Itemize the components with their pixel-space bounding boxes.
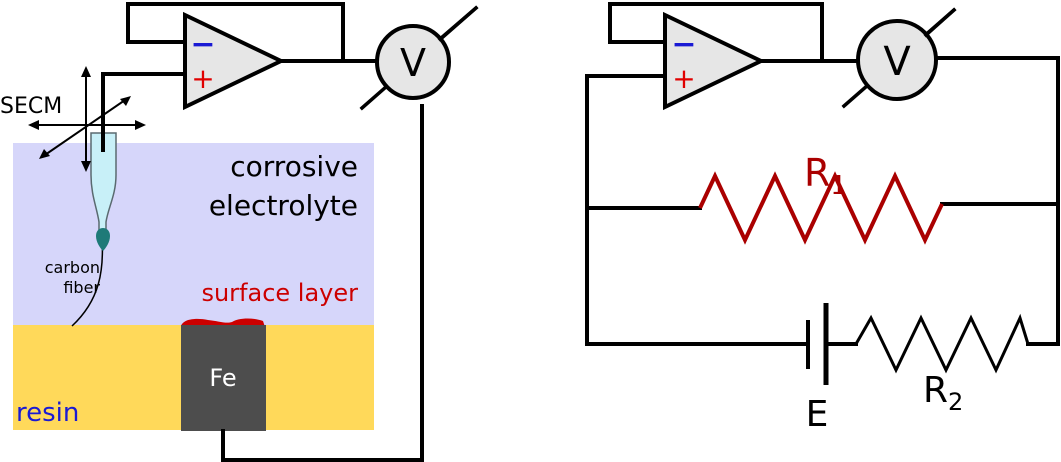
secm-positioning-arrows-icon — [28, 66, 146, 172]
right-voltmeter-needle-top — [923, 7, 957, 38]
carbon-fiber-label-line2: fiber — [63, 278, 100, 297]
left-opamp — [183, 11, 286, 111]
resin-label: resin — [16, 398, 79, 428]
probe-tip — [96, 228, 110, 251]
battery-label: E — [806, 394, 829, 435]
left-voltmeter-label: V — [400, 41, 426, 85]
electrolyte-label-line2: electrolyte — [209, 189, 358, 222]
right-right-rail — [935, 56, 1060, 346]
resistor-r2 — [854, 313, 1030, 374]
right-feedback-wire — [608, 2, 824, 63]
left-return-wire — [221, 104, 424, 462]
electrolyte-region — [13, 143, 374, 325]
resistor-r1 — [698, 171, 944, 245]
left-voltmeter — [375, 24, 451, 100]
left-probe-wire — [101, 72, 187, 152]
right-voltmeter — [856, 19, 938, 101]
right-voltmeter-label: V — [883, 39, 911, 85]
right-opamp-minus-sign: − — [671, 27, 696, 62]
left-opamp-plus-sign: + — [191, 62, 214, 95]
resistor-r1-label: R1 — [804, 151, 847, 201]
left-feedback-wire — [126, 2, 345, 63]
right-opamp — [663, 11, 766, 111]
secm-label: SECM — [0, 94, 62, 119]
left-setup: Fe corrosive electrolyte surface layer r… — [0, 2, 479, 462]
right-circuit: R1 R2 E − + V — [585, 2, 1060, 435]
resistor-r2-label: R2 — [923, 370, 963, 416]
fe-electrode-label: Fe — [209, 364, 236, 392]
carbon-fiber-label-line1: carbon — [45, 258, 100, 277]
left-opamp-minus-sign: − — [190, 27, 215, 62]
surface-layer-label: surface layer — [201, 279, 358, 307]
left-voltmeter-needle-top — [437, 5, 479, 42]
fe-electrode — [181, 325, 266, 431]
right-opamp-plus-sign: + — [672, 62, 695, 95]
electrolyte-label-line1: corrosive — [230, 150, 358, 183]
